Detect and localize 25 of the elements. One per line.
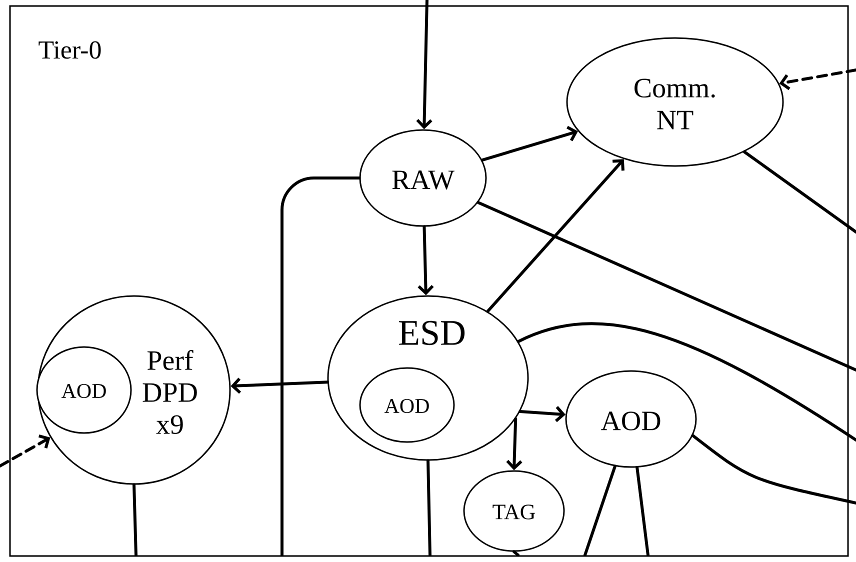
ellipse-node: TAG <box>463 470 565 552</box>
connector-line <box>742 150 856 234</box>
arrow <box>506 417 522 470</box>
connector-line <box>636 466 650 556</box>
arrow <box>486 159 624 313</box>
arrow <box>779 68 856 90</box>
ellipse-node: AOD <box>359 367 455 443</box>
connector-line <box>280 176 361 556</box>
arrow <box>518 406 566 422</box>
arrow <box>416 0 432 130</box>
ellipse-node: AOD <box>565 370 697 468</box>
arrow <box>480 126 578 162</box>
connector-line <box>426 459 432 556</box>
connector-line <box>584 464 617 556</box>
connector-line <box>516 322 856 442</box>
connector-line <box>132 483 138 556</box>
ellipse-node: AOD <box>36 346 132 434</box>
connector-line <box>691 434 856 504</box>
connector-line <box>512 550 520 556</box>
ellipse-node: RAW <box>359 129 487 227</box>
ellipse-node: Comm. NT <box>566 37 784 167</box>
arrow <box>0 434 50 468</box>
connector-line <box>476 200 856 372</box>
arrow <box>418 225 434 296</box>
arrow <box>230 378 329 394</box>
